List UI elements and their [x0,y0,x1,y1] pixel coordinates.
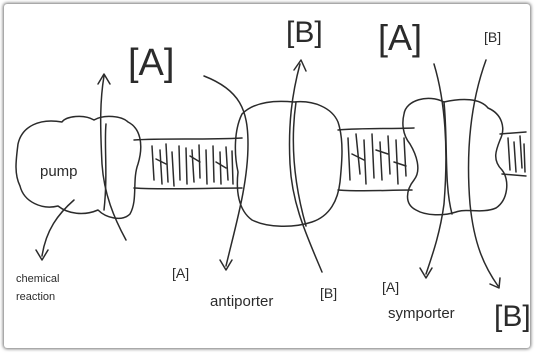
label-b-top-symporter: [B] [484,29,502,45]
chemical-label: chemical [16,273,60,285]
membrane-segment-1 [133,137,243,190]
label-a-bottom-symporter: [A] [382,279,400,295]
membrane-segment-2 [337,127,415,192]
antiporter-arrow-a-down [203,75,249,271]
symporter-protein [402,97,508,216]
membrane [133,127,527,192]
pump-label: pump [40,163,78,180]
symporter-arrow-b-down [467,59,501,289]
symporter-arrow-a-down [419,63,447,279]
pump-transport-arrow [97,73,127,241]
pump-protein [15,115,142,220]
diagram-frame: pump antiporter symporter chemical react… [4,4,530,348]
membrane-diagram [15,59,527,289]
reaction-label: reaction [16,291,56,303]
chemical-reaction-arrow [35,199,75,261]
antiporter-protein [234,100,343,227]
symporter-label: symporter [388,305,455,322]
membrane-segment-3 [499,131,527,177]
label-a-bottom-pump: [A] [172,265,190,281]
label-b-bottom-symporter: [B] [494,300,530,333]
label-b-top-antiporter: [B] [286,16,323,49]
antiporter-arrow-b-up [288,59,323,273]
label-b-bottom-antiporter: [B] [320,285,338,301]
antiporter-label: antiporter [210,293,274,310]
label-a-top-pump: [A] [128,42,175,84]
label-a-top-symporter: [A] [378,17,423,58]
